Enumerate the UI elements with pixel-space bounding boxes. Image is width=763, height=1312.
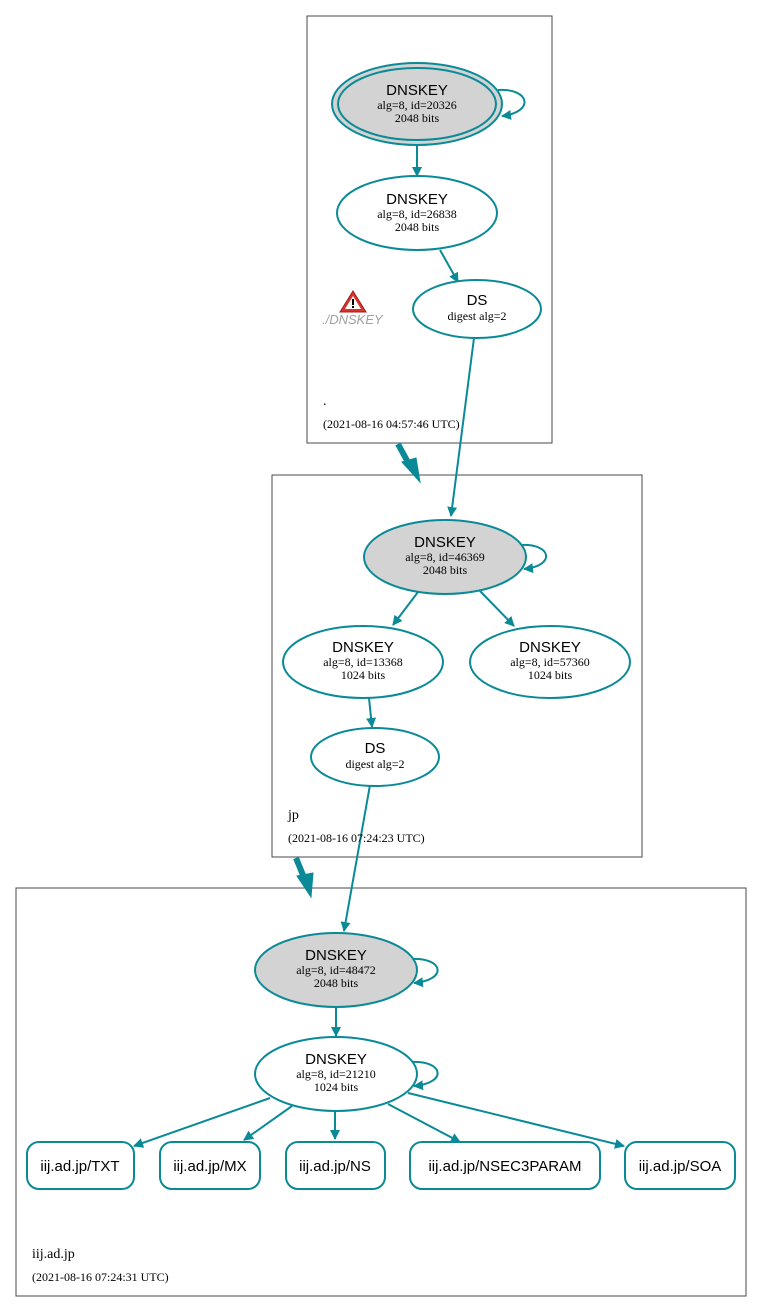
- jp-ksk-bits: 2048 bits: [423, 563, 468, 577]
- root-zsk-node[interactable]: DNSKEY alg=8, id=26838 2048 bits: [336, 175, 498, 251]
- root-ds-node[interactable]: DS digest alg=2: [412, 279, 542, 339]
- jp-ds-title: DS: [365, 740, 386, 757]
- rrset-mx-node[interactable]: iij.ad.jp/MX: [159, 1141, 261, 1190]
- jp-ksk-alg: alg=8, id=46369: [405, 550, 485, 564]
- zone-box-root: [306, 15, 553, 444]
- zone-box-iij: [15, 887, 747, 1297]
- jp-ds-node[interactable]: DS digest alg=2: [310, 727, 440, 787]
- iij-ksk-bits: 2048 bits: [314, 976, 359, 990]
- iij-ksk-node[interactable]: DNSKEY alg=8, id=48472 2048 bits: [254, 932, 418, 1008]
- edge-zsk-txt: [133, 1097, 271, 1148]
- root-ksk-title: DNSKEY: [386, 82, 448, 99]
- jp-zsk1-node[interactable]: DNSKEY alg=8, id=13368 1024 bits: [282, 625, 444, 699]
- zone-name-iij: iij.ad.jp: [32, 1247, 75, 1262]
- edge-jp-ds-iij-ksk: [340, 784, 371, 932]
- edge-zsk-soa: [407, 1092, 625, 1149]
- jp-ksk-title: DNSKEY: [414, 534, 476, 551]
- rrset-nsec3param-node[interactable]: iij.ad.jp/NSEC3PARAM: [409, 1141, 601, 1190]
- delegation-root-jp-head: [401, 457, 421, 484]
- root-ksk-alg: alg=8, id=20326: [377, 98, 457, 112]
- edge-zsk-nsec3param: [387, 1103, 461, 1143]
- zone-timestamp-root: (2021-08-16 04:57:46 UTC): [323, 417, 460, 431]
- rrset-soa-label: iij.ad.jp/SOA: [639, 1158, 722, 1175]
- root-zsk-alg: alg=8, id=26838: [377, 207, 457, 221]
- iij-ksk-alg: alg=8, id=48472: [296, 963, 376, 977]
- rrset-txt-label: iij.ad.jp/TXT: [40, 1158, 119, 1175]
- iij-zsk-title: DNSKEY: [305, 1051, 367, 1068]
- jp-zsk2-bits: 1024 bits: [528, 668, 573, 682]
- rrset-nsec3param-label: iij.ad.jp/NSEC3PARAM: [428, 1158, 581, 1175]
- jp-zsk1-title: DNSKEY: [332, 639, 394, 656]
- root-zsk-bits: 2048 bits: [395, 220, 440, 234]
- rrset-ns-label: iij.ad.jp/NS: [299, 1158, 371, 1175]
- jp-zsk1-bits: 1024 bits: [341, 668, 386, 682]
- iij-ksk-title: DNSKEY: [305, 947, 367, 964]
- jp-zsk1-alg: alg=8, id=13368: [323, 655, 403, 669]
- warning-label: ./DNSKEY: [322, 312, 384, 327]
- rrset-txt-node[interactable]: iij.ad.jp/TXT: [26, 1141, 135, 1190]
- edge-jp-ksk-self: [519, 543, 547, 574]
- root-ds-digest: digest alg=2: [447, 309, 506, 323]
- root-zsk-title: DNSKEY: [386, 191, 448, 208]
- root-ds-title: DS: [467, 292, 488, 309]
- zone-timestamp-iij: (2021-08-16 07:24:31 UTC): [32, 1270, 169, 1284]
- root-ksk-bits: 2048 bits: [395, 111, 440, 125]
- jp-ds-digest: digest alg=2: [345, 757, 404, 771]
- edge-zsk-mx: [243, 1105, 293, 1141]
- zone-name-jp: jp: [287, 808, 299, 823]
- root-ksk-node[interactable]: DNSKEY alg=8, id=20326 2048 bits: [331, 62, 503, 146]
- edge-jp-ksk-zsk2: [479, 590, 515, 627]
- edge-jp-ksk-zsk1: [392, 591, 419, 626]
- warning-icon[interactable]: [339, 290, 367, 313]
- zone-name-root: .: [323, 394, 327, 409]
- edge-iij-zsk-self: [409, 1060, 439, 1091]
- iij-zsk-node[interactable]: DNSKEY alg=8, id=21210 1024 bits: [254, 1036, 418, 1112]
- jp-ksk-node[interactable]: DNSKEY alg=8, id=46369 2048 bits: [363, 519, 527, 595]
- rrset-ns-node[interactable]: iij.ad.jp/NS: [285, 1141, 386, 1190]
- edge-root-ds-jp-ksk: [447, 337, 475, 517]
- zone-timestamp-jp: (2021-08-16 07:24:23 UTC): [288, 831, 425, 845]
- rrset-soa-node[interactable]: iij.ad.jp/SOA: [624, 1141, 736, 1190]
- delegation-jp-iij-head: [296, 872, 314, 899]
- edge-root-ksk-self: [497, 88, 526, 120]
- jp-zsk2-alg: alg=8, id=57360: [510, 655, 590, 669]
- iij-zsk-alg: alg=8, id=21210: [296, 1067, 376, 1081]
- edge-jp-zsk1-ds: [366, 697, 377, 728]
- rrset-mx-label: iij.ad.jp/MX: [173, 1158, 246, 1175]
- edge-root-zsk-ds: [439, 249, 459, 283]
- jp-zsk2-node[interactable]: DNSKEY alg=8, id=57360 1024 bits: [469, 625, 631, 699]
- iij-zsk-bits: 1024 bits: [314, 1080, 359, 1094]
- jp-zsk2-title: DNSKEY: [519, 639, 581, 656]
- edge-iij-ksk-self: [409, 957, 439, 988]
